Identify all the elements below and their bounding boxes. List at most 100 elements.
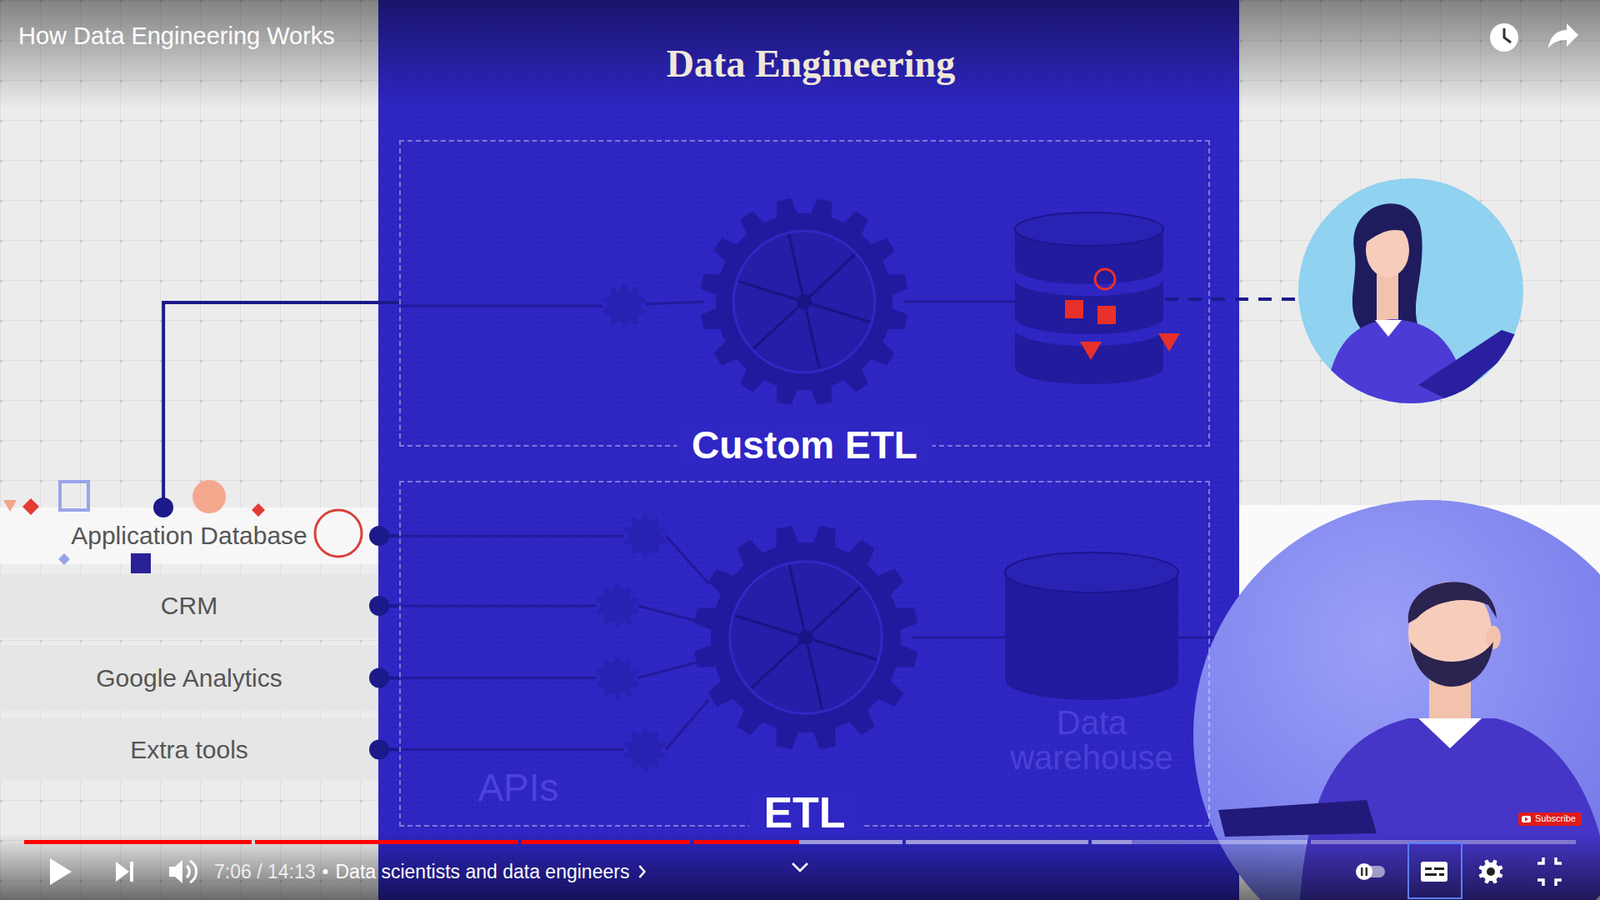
flow-connector [378,676,400,680]
flow-line [912,636,1005,640]
port-dot [369,525,390,546]
player-controls [1439,873,1445,876]
flow-line [665,535,709,584]
progress-bar [1091,840,1132,845]
woman-illustration [1325,203,1527,409]
source-name: Application Database [70,521,308,550]
player-controls [1434,867,1445,870]
decor-shape [22,498,40,515]
database-icon [1158,333,1180,352]
dashed-region: Custom ETL [399,140,1210,447]
woman-illustration [1375,320,1402,337]
gear-icon [789,234,805,302]
gear-icon [798,630,814,645]
player-controls [115,861,130,882]
subscribe-badge [1518,812,1582,826]
progress-bar [905,840,1089,845]
player-controls [186,865,190,878]
gear-icon [624,514,667,558]
progress-bar [255,840,519,845]
gear-icon [733,230,875,373]
gear-icon [596,198,918,771]
decor-shape [130,553,151,574]
gear-icon [796,294,812,310]
source-name: Extra tools [130,735,249,765]
decor-shape [60,481,89,510]
share-icon [1548,23,1579,49]
flow-line [665,700,709,750]
woman-illustration [1376,270,1399,321]
watch-later-icon [1490,23,1519,52]
source-name: Google Analytics [95,664,282,693]
man-illustration [1485,625,1501,650]
flow-line [645,301,705,305]
source-band: CRM [0,574,379,638]
left-panel [0,0,379,900]
man-illustration [1408,581,1497,624]
progress-bar [905,840,1089,845]
settings-icon [1479,860,1504,885]
dashed-link [1165,297,1296,301]
database-icon [1080,341,1102,360]
database-icon [1015,212,1180,385]
player-controls [1425,867,1432,870]
region-title: ETL [748,790,860,835]
gear-icon [596,656,640,700]
decor-shape [58,553,70,565]
left-panel [0,0,379,900]
cylinder-outline [996,550,1187,705]
time-display: 7:06 / 14:13 [214,860,316,883]
settings-icon [1486,867,1495,876]
flow-line [400,605,596,608]
player-controls [792,863,808,871]
player-controls [323,869,329,875]
dashed-link [1165,299,1296,300]
player-controls [130,861,134,882]
gear-icon [694,525,918,750]
decor-shape [315,510,362,557]
player-controls [1355,863,1373,880]
flow-line [1178,636,1219,640]
flow-line [400,535,624,538]
player-controls [1425,873,1437,876]
progress-bar [24,840,252,845]
database-icon [1015,212,1164,246]
port-dot [369,740,390,760]
port-dot [369,668,390,689]
watch-later-icon [1490,23,1519,52]
progress-bar [1091,840,1308,845]
flow-line [638,662,696,679]
man-illustration [1410,641,1494,687]
bottom-shade [0,833,1600,900]
blue-panel [378,0,1240,900]
decor-shape [3,500,17,512]
progress-bar [24,840,1576,845]
subscribe-badge [1525,817,1529,822]
flow-connector [163,302,400,508]
gear-icon [694,525,918,750]
source-band: Extra tools [0,718,379,781]
gear-icon [596,584,640,628]
progress-bar [799,840,903,845]
gear-icon [738,281,805,302]
database-icon [1097,305,1116,325]
flow-line [400,676,596,680]
source-band: Google Analytics [0,645,379,711]
woman-illustration [1298,178,1527,409]
warehouse-cylinder: Data warehouse [996,550,1187,775]
decor-shape [3,480,362,574]
source-name: CRM [160,591,218,620]
gear-icon [789,565,806,638]
port-dot [153,497,390,760]
gear-icon [751,637,806,688]
settings-icon [1479,860,1504,885]
bottom-shade [0,833,1600,900]
gear-icon [730,561,882,714]
database-icon [1015,329,1164,385]
decor-shape [192,480,226,514]
man-illustration [1418,718,1482,749]
flow-connector [378,748,400,752]
gear-icon [700,198,908,405]
top-shade [0,0,1600,109]
progress-bar [24,840,252,845]
